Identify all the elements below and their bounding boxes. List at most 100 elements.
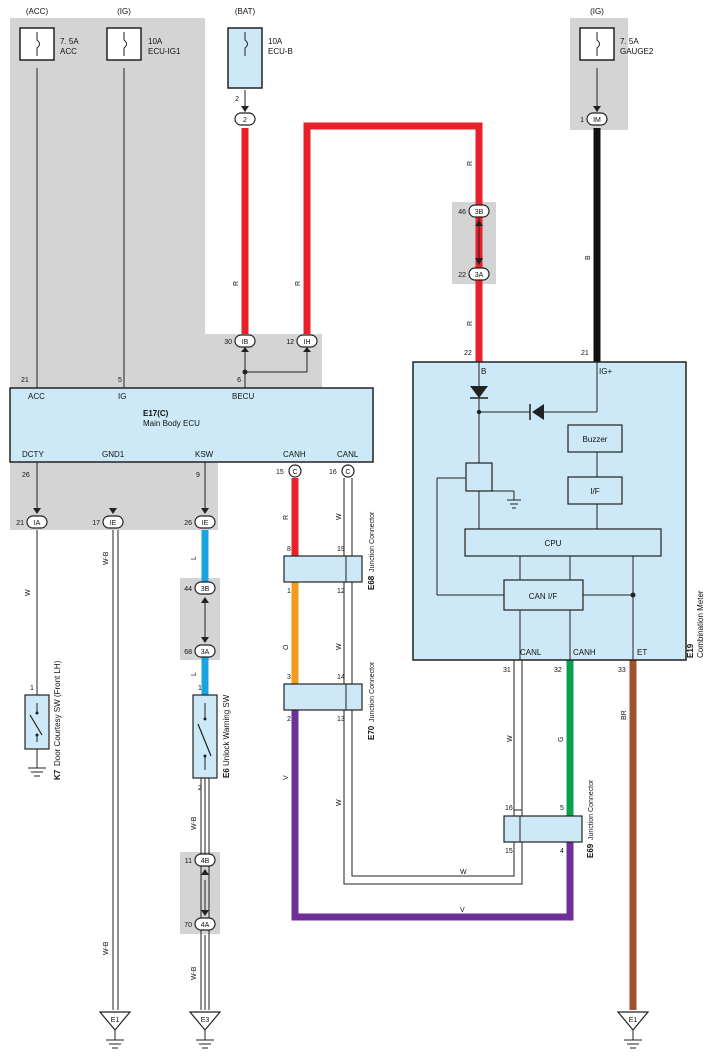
conn-4b: 4B [201, 858, 210, 865]
wire-label-wb-3: W-B [191, 816, 198, 830]
e68-pin-1: 1 [287, 588, 291, 595]
e69-pin-4: 4 [560, 848, 564, 855]
fuse-gauge-rating: 7. 5A [620, 37, 639, 46]
fuse-acc-source: (ACC) [26, 7, 49, 16]
meter-cpu: CPU [545, 539, 562, 548]
ecu-pin-dcty: DCTY [22, 450, 44, 459]
conn-3a-2: 3A [201, 649, 210, 656]
conn-ia: IA [34, 520, 41, 527]
ecu-pin-26: 26 [22, 472, 30, 479]
conn-im: IM [593, 117, 601, 124]
fuse-b-source: (BAT) [235, 7, 256, 16]
conn-ie-2: IE [202, 520, 209, 527]
ground-e1-right: E1 [616, 1011, 650, 1049]
pin-4b: 11 [185, 858, 192, 865]
junction-e69: 16 5 15 4 E69 Junction Connector [503, 779, 595, 858]
meter-if: I/F [590, 487, 599, 496]
pin-ie1: 17 [92, 520, 100, 527]
meter-pin-22: 22 [464, 350, 472, 357]
meter-pin-31: 31 [503, 667, 511, 674]
meter-canif: CAN I/F [529, 592, 558, 601]
k7-name: Door Courtesy SW (Front LH) [53, 660, 62, 766]
ground-e1-left-label: E1 [111, 1017, 120, 1024]
e69-code: E69 [586, 843, 595, 858]
ecu-name: Main Body ECU [143, 419, 200, 428]
wire-label-o: O [283, 644, 290, 650]
e68-label: Junction Connector [369, 511, 376, 572]
ground-e3: E3 [188, 1011, 222, 1049]
fuse-ecu-ig1: (IG) 10A ECU-IG1 [106, 7, 181, 61]
ecu-pin-canh: CANH [283, 450, 306, 459]
e68-pin-8: 8 [287, 546, 291, 553]
pin-3a2: 68 [184, 649, 192, 656]
wire-label-w-6: W [460, 869, 467, 876]
ecu-pin-16: 16 [329, 469, 337, 476]
e69-pin-15: 15 [505, 848, 513, 855]
ground-e1-left: E1 [98, 1011, 132, 1049]
wire-label-l-2: L [191, 672, 198, 676]
wire-label-r-2: R [295, 281, 302, 286]
ecu-pin-gnd1: GND1 [102, 450, 125, 459]
pin-becu: 6 [237, 377, 241, 384]
wire-label-wb-2: W-B [103, 941, 110, 955]
e69-label: Junction Connector [588, 779, 595, 840]
pin-3b2: 44 [184, 586, 192, 593]
conn-2: 2 [243, 117, 247, 124]
e69-pin-16: 16 [505, 805, 513, 812]
e70-label: Junction Connector [369, 661, 376, 722]
wire-label-r-5: R [283, 515, 290, 520]
wire-label-v-2: V [460, 907, 465, 914]
pin-3b: 46 [458, 209, 466, 216]
main-body-ecu: 21 5 ACC IG BECU E17(C) Main Body ECU DC… [9, 377, 374, 479]
wire-label-w-5: W [507, 735, 514, 742]
meter-pin-b: B [481, 367, 486, 376]
meter-pin-ig: IG+ [599, 367, 612, 376]
meter-pin-et: ET [637, 648, 647, 657]
fuse-acc-name: ACC [60, 47, 77, 56]
meter-pin-32: 32 [554, 667, 562, 674]
e68-pin-19: 19 [337, 546, 345, 553]
wire-label-v-1: V [283, 775, 290, 780]
wire-label-br: BR [621, 710, 628, 720]
ecu-pin-15: 15 [276, 469, 284, 476]
wire-label-wb-1: W-B [103, 551, 110, 565]
conn-3a: 3A [475, 272, 484, 279]
k7-pin-1: 1 [30, 685, 34, 692]
junction-e68: 8 19 1 12 E68 Junction Connector [283, 511, 376, 595]
ecu-pin-becu: BECU [232, 392, 254, 401]
shade-ecu-area [10, 18, 322, 388]
e70-pin-3: 3 [287, 674, 291, 681]
switch-k7: 1 K7 Door Courtesy SW (Front LH) [24, 660, 62, 780]
wire-label-wb-4: W-B [191, 966, 198, 980]
switch-e6: 1 2 E6 Unlock Warning SW [192, 685, 231, 792]
conn-3b: 3B [475, 209, 484, 216]
ecu-pin-ig: IG [118, 392, 126, 401]
ecu-pin-ig-num: 5 [118, 377, 122, 384]
fuse-ecu-b: (BAT) 10A ECU-B 2 [227, 7, 293, 103]
meter-name: Combination Meter [696, 590, 705, 658]
ground-e3-label: E3 [201, 1017, 210, 1024]
junction-e70: 3 14 2 13 E70 Junction Connector [283, 661, 376, 740]
wire-label-b: B [585, 255, 592, 260]
pin-ia: 21 [16, 520, 24, 527]
conn-3b-2: 3B [201, 586, 210, 593]
fuse-b-rating: 10A [268, 37, 283, 46]
wire-purple [291, 710, 574, 921]
fuse-ig1-name: ECU-IG1 [148, 47, 181, 56]
wire-label-r-3: R [467, 161, 474, 166]
wire-label-w-3: W [336, 643, 343, 650]
ecu-pin-acc-num: 21 [21, 377, 29, 384]
pin-ib: 30 [224, 339, 232, 346]
ecu-pin-canl: CANL [337, 450, 359, 459]
fuse-acc-rating: 7. 5A [60, 37, 79, 46]
ground-e1-right-label: E1 [629, 1017, 638, 1024]
pin-bat-fuse: 2 [235, 96, 239, 103]
pin-im: 1 [580, 117, 584, 124]
pin-ih: 12 [286, 339, 294, 346]
fuse-gauge-name: GAUGE2 [620, 47, 654, 56]
pin-4a: 70 [184, 922, 192, 929]
pin-3a: 22 [458, 272, 466, 279]
conn-ih: IH [304, 339, 311, 346]
wire-label-w-4: W [336, 799, 343, 806]
